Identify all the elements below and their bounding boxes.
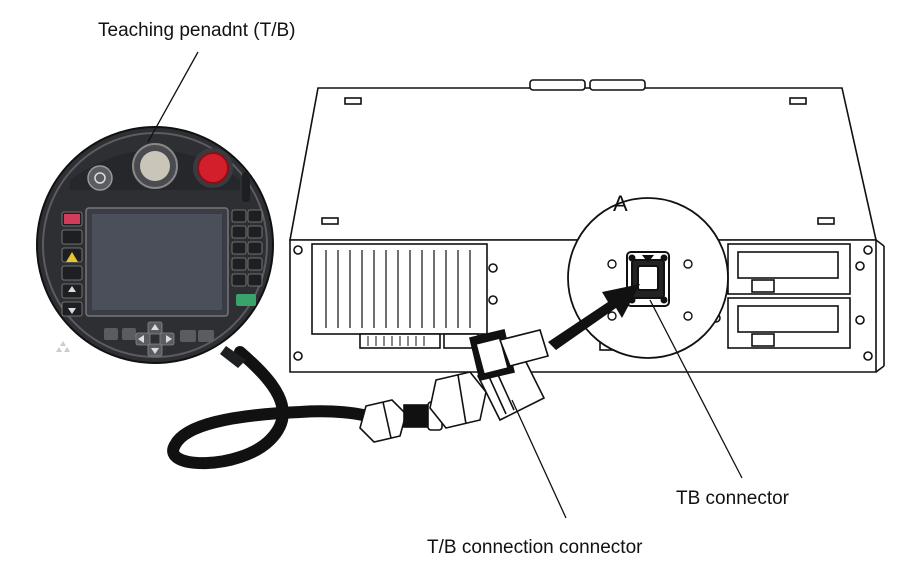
mitsubishi-logo-icon [56,341,70,352]
teaching-pendant-label: Teaching penadnt (T/B) [98,20,296,41]
teaching-pendant [36,126,274,368]
controller-top-face [289,87,877,241]
leader-lines [147,51,743,519]
enable-switch-icon [242,172,250,202]
arrow-right-icon [166,335,172,343]
arrow-up-icon [68,286,76,292]
arrow-down-icon [68,308,76,314]
tb-connector-label: TB connector [676,488,789,509]
insertion-arrow-icon [548,284,640,350]
warning-icon [66,252,78,262]
arrow-down-icon [151,348,159,354]
top-slot [344,97,362,105]
top-handle-right [589,79,646,91]
detail-a-circle [567,197,729,359]
top-handle-left [529,79,586,91]
leader-connection-connector [511,399,567,519]
tb-connection-connector-label: T/B connection connector [427,537,643,558]
detail-a-label: A [613,191,628,216]
tb-connector-socket [626,251,670,307]
top-slot [789,97,807,105]
power-button [87,165,113,191]
arrow-up-icon [151,324,159,330]
leader-teaching-pendant [147,51,199,143]
emergency-stop-icon [197,152,229,184]
top-slot [321,217,339,225]
top-slot [817,217,835,225]
leader-tb-connector [649,299,743,479]
pendant-cable [167,329,550,470]
arrow-left-icon [138,335,144,343]
